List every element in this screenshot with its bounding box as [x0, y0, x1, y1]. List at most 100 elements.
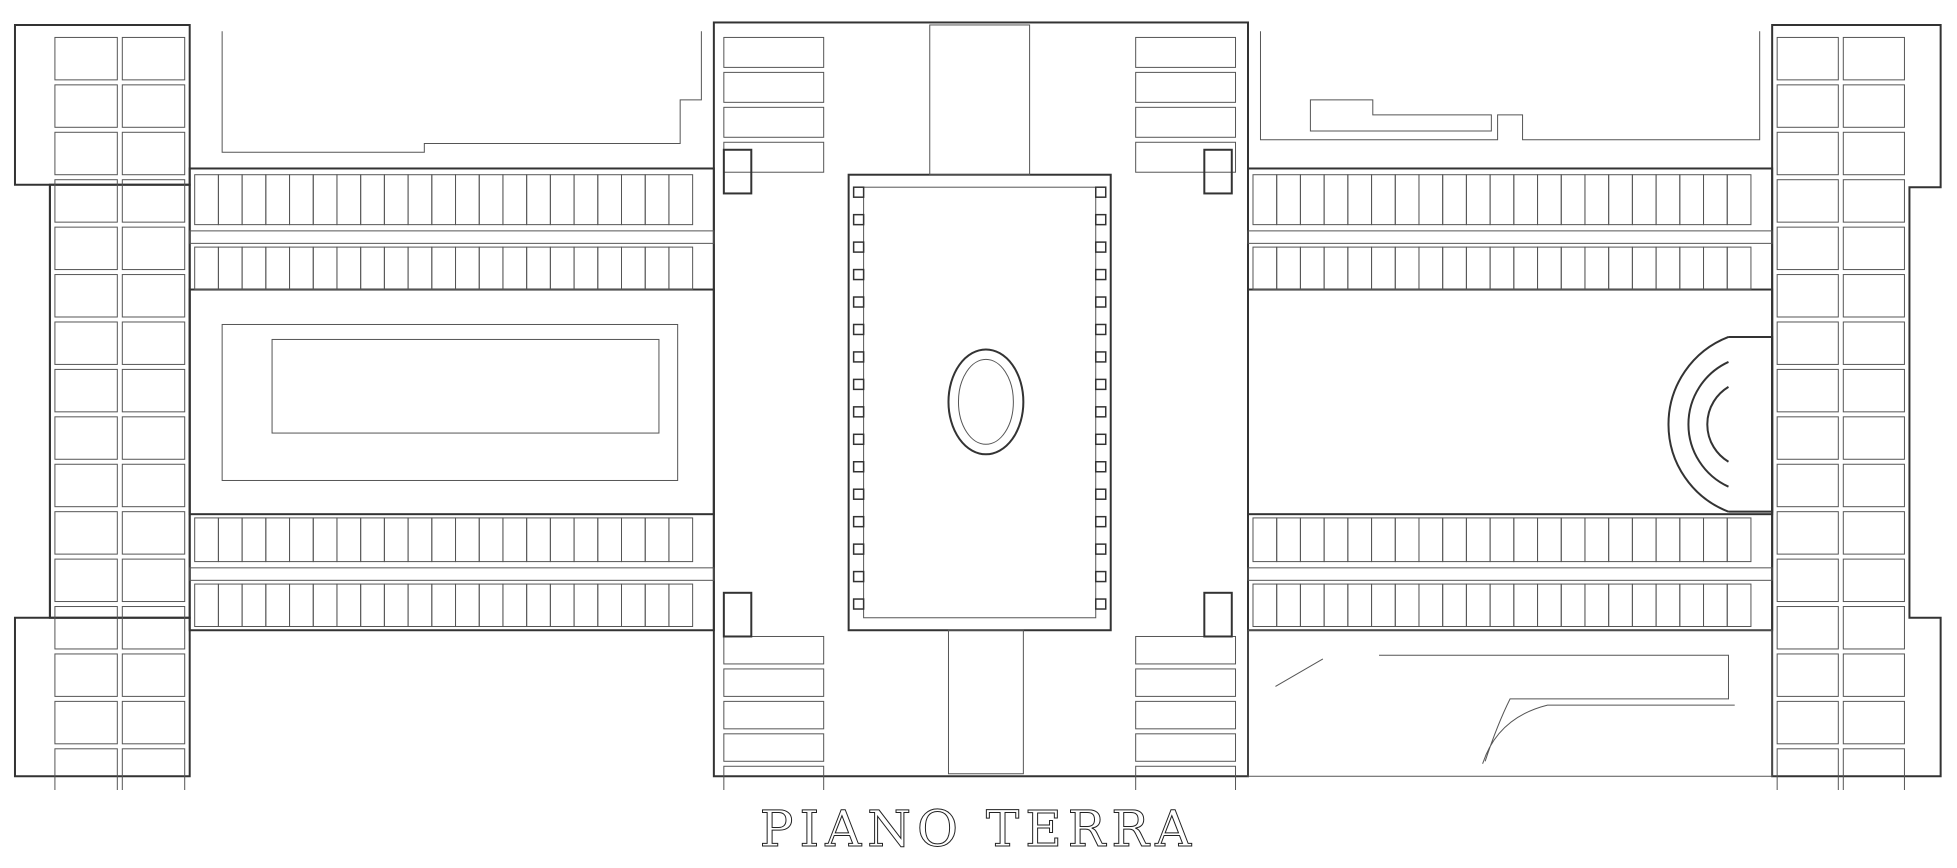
- central-court: [847, 173, 1112, 632]
- staircase: [722, 591, 753, 638]
- room: [1276, 246, 1301, 291]
- room: [312, 174, 338, 226]
- room: [1703, 174, 1728, 226]
- room: [526, 517, 551, 563]
- room: [668, 246, 694, 291]
- column: [852, 186, 865, 198]
- room: [1394, 517, 1420, 563]
- room: [1135, 668, 1237, 697]
- room: [549, 174, 575, 226]
- room: [1135, 765, 1237, 790]
- room: [54, 558, 118, 603]
- room: [1418, 174, 1444, 226]
- room: [336, 517, 362, 563]
- room: [723, 141, 825, 173]
- left-pool-inner: [271, 338, 660, 434]
- room: [54, 700, 118, 745]
- room: [1371, 174, 1396, 226]
- room: [1703, 246, 1728, 291]
- room: [502, 517, 528, 563]
- room: [1776, 321, 1839, 365]
- room: [121, 131, 186, 176]
- room: [1513, 246, 1539, 291]
- room: [1776, 84, 1839, 128]
- room: [121, 226, 186, 271]
- room: [312, 583, 338, 627]
- room: [407, 583, 433, 627]
- room: [54, 131, 118, 176]
- room: [54, 416, 118, 460]
- room: [478, 174, 504, 226]
- room: [265, 583, 291, 627]
- room: [1394, 246, 1420, 291]
- room: [1537, 583, 1562, 627]
- room: [1371, 583, 1396, 627]
- room: [1776, 416, 1839, 460]
- room: [644, 583, 670, 627]
- room: [668, 517, 694, 563]
- room: [1418, 246, 1444, 291]
- column: [852, 406, 865, 418]
- room: [573, 246, 599, 291]
- plan-title: PIANO TERRA: [759, 800, 1198, 859]
- column: [1094, 241, 1107, 253]
- room: [54, 511, 118, 555]
- room: [1631, 517, 1657, 563]
- room: [407, 517, 433, 563]
- room: [1842, 226, 1905, 271]
- room: [597, 517, 623, 563]
- room: [502, 174, 528, 226]
- room: [1465, 174, 1491, 226]
- room: [54, 606, 118, 650]
- right-wing-outline: [1771, 23, 1942, 778]
- corridor: [1247, 567, 1773, 581]
- room: [549, 246, 575, 291]
- room: [478, 583, 504, 627]
- column: [1094, 186, 1107, 198]
- room: [121, 321, 186, 365]
- room: [431, 246, 457, 291]
- room: [1842, 368, 1905, 413]
- atrium-bottom: [947, 629, 1024, 775]
- column: [1094, 433, 1107, 446]
- room: [1842, 558, 1905, 603]
- column: [852, 433, 865, 446]
- room: [1776, 558, 1839, 603]
- room: [54, 274, 118, 318]
- column: [852, 268, 865, 281]
- room: [54, 36, 118, 81]
- room: [668, 174, 694, 226]
- room: [1842, 36, 1905, 81]
- room: [644, 174, 670, 226]
- room: [54, 653, 118, 697]
- room: [360, 246, 385, 291]
- room: [1371, 517, 1396, 563]
- room: [1842, 653, 1905, 697]
- room: [455, 174, 480, 226]
- room: [621, 583, 646, 627]
- room: [54, 179, 118, 223]
- room: [478, 246, 504, 291]
- room: [1776, 179, 1839, 223]
- room: [217, 583, 243, 627]
- room: [383, 517, 409, 563]
- room: [723, 106, 825, 138]
- column: [1094, 351, 1107, 363]
- room: [1252, 517, 1278, 563]
- room: [1726, 246, 1752, 291]
- room: [455, 246, 480, 291]
- room: [723, 71, 825, 103]
- room: [1776, 463, 1839, 508]
- room: [1537, 517, 1562, 563]
- room: [1442, 246, 1467, 291]
- room: [121, 36, 186, 81]
- room: [1655, 174, 1681, 226]
- room: [1135, 106, 1237, 138]
- room: [194, 246, 219, 291]
- column: [1094, 570, 1107, 583]
- room: [54, 368, 118, 413]
- top-left-garden: [221, 31, 702, 153]
- room: [1465, 246, 1491, 291]
- room: [1776, 226, 1839, 271]
- room: [1726, 174, 1752, 226]
